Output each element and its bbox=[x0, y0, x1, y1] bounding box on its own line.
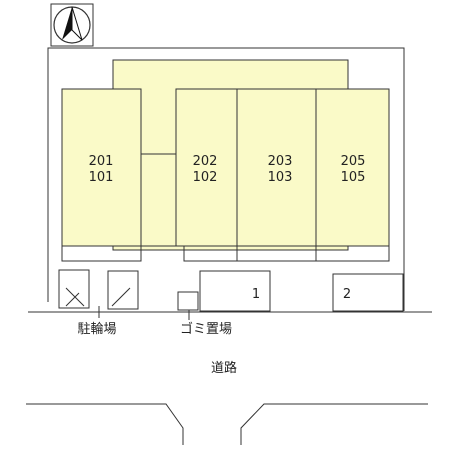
stairwell bbox=[140, 153, 177, 247]
unit-number-upper: 205 bbox=[341, 154, 366, 169]
parking-spaces: 1 2 bbox=[199, 270, 404, 312]
unit-block-105 bbox=[315, 88, 390, 247]
balcony bbox=[315, 245, 390, 262]
road-edge bbox=[26, 403, 428, 445]
parking-space-2 bbox=[332, 273, 404, 312]
bicycle-parking bbox=[58, 269, 139, 310]
apartment-building: 201 101 202 102 203 103 205 105 bbox=[61, 59, 390, 262]
parking-space-1 bbox=[199, 270, 271, 312]
unit-number-lower: 101 bbox=[89, 170, 114, 185]
unit-block-103 bbox=[236, 88, 317, 247]
site-boundary bbox=[28, 47, 432, 313]
bicycle-parking-label: 駐輪場 bbox=[77, 321, 116, 337]
road-label: 道路 bbox=[211, 360, 237, 376]
bicycle-rack bbox=[58, 269, 90, 309]
unit-number-upper: 202 bbox=[193, 154, 218, 169]
bicycle-rack bbox=[107, 270, 139, 310]
garbage-label: ゴミ置場 bbox=[180, 321, 232, 337]
unit-number-lower: 102 bbox=[193, 170, 218, 185]
parking-label: 2 bbox=[343, 287, 351, 302]
unit-block-101 bbox=[61, 88, 142, 247]
unit-number-upper: 201 bbox=[89, 154, 114, 169]
unit-number-upper: 203 bbox=[268, 154, 293, 169]
parking-label: 1 bbox=[252, 287, 260, 302]
unit-number-lower: 103 bbox=[268, 170, 293, 185]
north-arrow-icon bbox=[50, 3, 94, 47]
balcony bbox=[61, 245, 142, 262]
garbage-area bbox=[177, 291, 199, 311]
unit-number-lower: 105 bbox=[341, 170, 366, 185]
